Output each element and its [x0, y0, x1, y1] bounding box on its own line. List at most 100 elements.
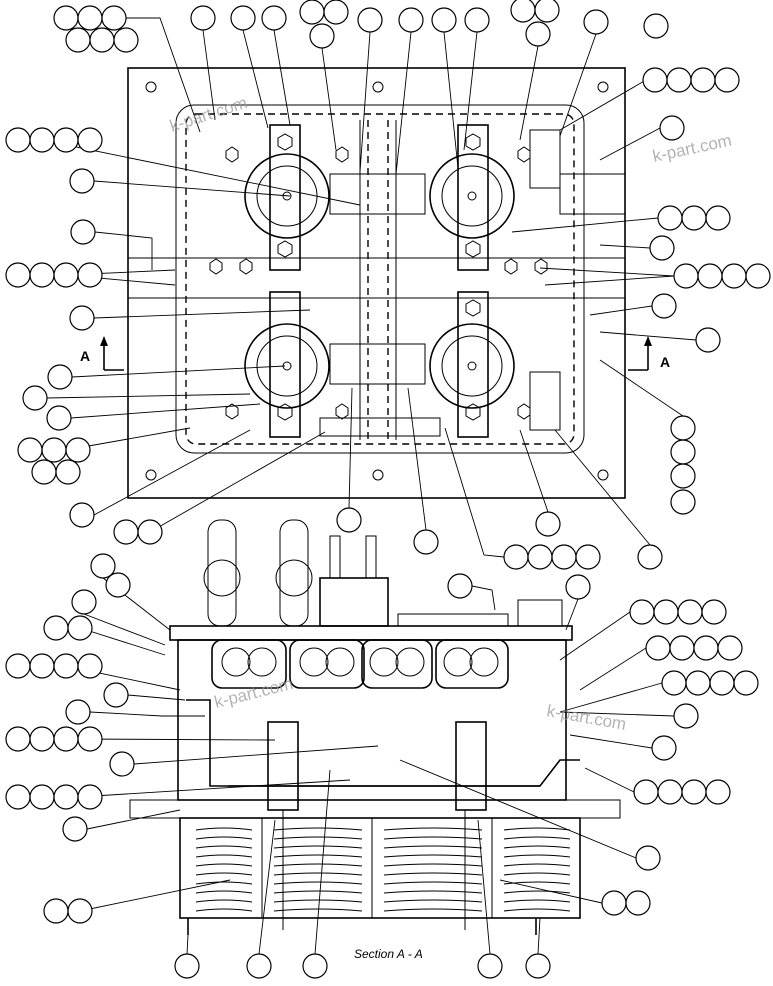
mount-hole [145, 81, 157, 93]
coil-pair [361, 639, 433, 689]
leader-line [94, 231, 153, 270]
callout-bubble [5, 784, 31, 810]
hex-nut [277, 240, 293, 258]
fin [273, 836, 363, 840]
fin [383, 854, 483, 858]
leader-line [89, 711, 205, 717]
bus-bar [329, 173, 426, 215]
fin [195, 872, 253, 876]
leader-line [348, 387, 353, 509]
leader-line [314, 769, 331, 955]
leader-line [569, 734, 653, 749]
callout-bubble [62, 816, 88, 842]
callout-bubble [90, 553, 116, 579]
callout-bubble [633, 779, 659, 805]
mounting-flange [129, 799, 621, 819]
callout-bubble [137, 519, 163, 545]
leader-line [273, 29, 291, 126]
callout-bubble [53, 262, 79, 288]
fin [195, 908, 253, 912]
callout-bubble [601, 890, 627, 916]
hex-nut [225, 403, 239, 420]
callout-bubble [105, 572, 131, 598]
hex-nut [504, 258, 518, 275]
fin [503, 881, 571, 885]
watermark: k-part.com [545, 701, 627, 734]
fin [503, 854, 571, 858]
callout-bubble [65, 699, 91, 725]
leader-line [519, 45, 539, 141]
leader-line [149, 431, 326, 533]
hex-nut [277, 133, 293, 151]
section-arrow-head [644, 336, 652, 346]
callout-bubble [77, 784, 103, 810]
hex-nut [335, 403, 349, 420]
hex-nut [239, 258, 253, 275]
coil-winding [221, 647, 251, 677]
leader-line [93, 309, 311, 319]
callout-bubble [69, 502, 95, 528]
leader-line [559, 79, 647, 131]
callout-bubble [55, 459, 81, 485]
coil-center [282, 191, 292, 201]
fin [503, 908, 571, 912]
callout-bubble [261, 5, 287, 31]
top-plan-view: A A [80, 67, 670, 499]
fin [383, 899, 483, 903]
callout-bubble [565, 574, 591, 600]
callout-bubble [43, 898, 69, 924]
fin [503, 872, 571, 876]
leader-line [599, 244, 651, 249]
terminal-block [529, 371, 561, 431]
coil-ring [441, 335, 503, 397]
heat-sink [179, 817, 581, 919]
hex-nut [465, 240, 481, 258]
insulator-post [207, 519, 237, 627]
callout-bubble [705, 205, 731, 231]
leader-line [584, 767, 635, 793]
callout-bubble [5, 262, 31, 288]
callout-bubble [31, 459, 57, 485]
callout-bubble [77, 653, 103, 679]
callout-bubble [336, 507, 362, 533]
callout-bubble [67, 898, 93, 924]
callout-bubble [659, 115, 685, 141]
callout-bubble [690, 67, 716, 93]
coil-center [467, 191, 477, 201]
watermark: k-part.com [212, 674, 295, 712]
terminal-strip [319, 417, 441, 437]
callout-bubble [246, 953, 272, 979]
hex-nut [335, 146, 349, 163]
leader-line [86, 809, 181, 830]
callout-bubble [29, 784, 55, 810]
callout-bubble [714, 67, 740, 93]
fin [503, 899, 571, 903]
capacitor [319, 577, 389, 627]
callout-bubble [69, 168, 95, 194]
callout-bubble [681, 779, 707, 805]
leader-line [202, 29, 216, 121]
watermark: k-part.com [167, 93, 249, 136]
coil-winding [299, 647, 329, 677]
leader-line [46, 393, 251, 399]
callout-bubble [649, 235, 675, 261]
fin [383, 836, 483, 840]
callout-bubble [477, 953, 503, 979]
leader-line [559, 711, 675, 717]
callout-bubble [669, 635, 695, 661]
leader-line [93, 180, 291, 197]
terminal-block [529, 129, 561, 189]
leader-line [471, 585, 496, 611]
bus-bar-side [186, 699, 580, 787]
callout-bubble [677, 599, 703, 625]
leader-line [83, 613, 166, 646]
callout-bubble [53, 726, 79, 752]
callout-bubble [510, 0, 536, 23]
leader-line [70, 403, 261, 419]
callout-bubble [29, 127, 55, 153]
leader-line [589, 305, 653, 316]
callout-bubble [637, 544, 663, 570]
bus-bar [329, 343, 426, 385]
